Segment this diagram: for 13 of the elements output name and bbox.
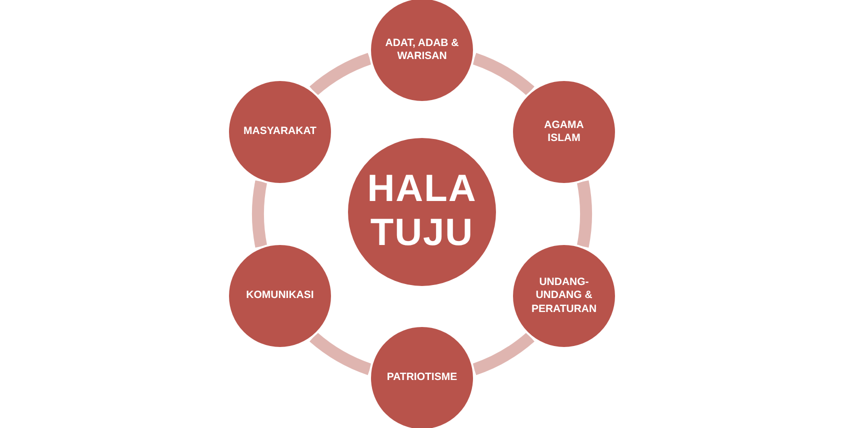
topic-label: PATRIOTISME: [386, 371, 458, 385]
topic-label: ADAT, ADAB & WARISAN: [384, 36, 460, 64]
topic-label: AGAMA ISLAM: [543, 118, 585, 146]
ring-arc: [472, 53, 534, 96]
ring-arc: [472, 332, 534, 375]
ring-arc: [252, 180, 268, 248]
topic-label: UNDANG-UNDANG & PERATURAN: [530, 276, 598, 316]
ring-arc: [576, 180, 592, 248]
center-label: HALA TUJU: [367, 168, 477, 256]
topic-label: MASYARAKAT: [242, 125, 318, 139]
ring-arc: [310, 332, 372, 375]
topic-label: KOMUNIKASI: [245, 289, 315, 303]
ring-arc: [310, 53, 372, 96]
